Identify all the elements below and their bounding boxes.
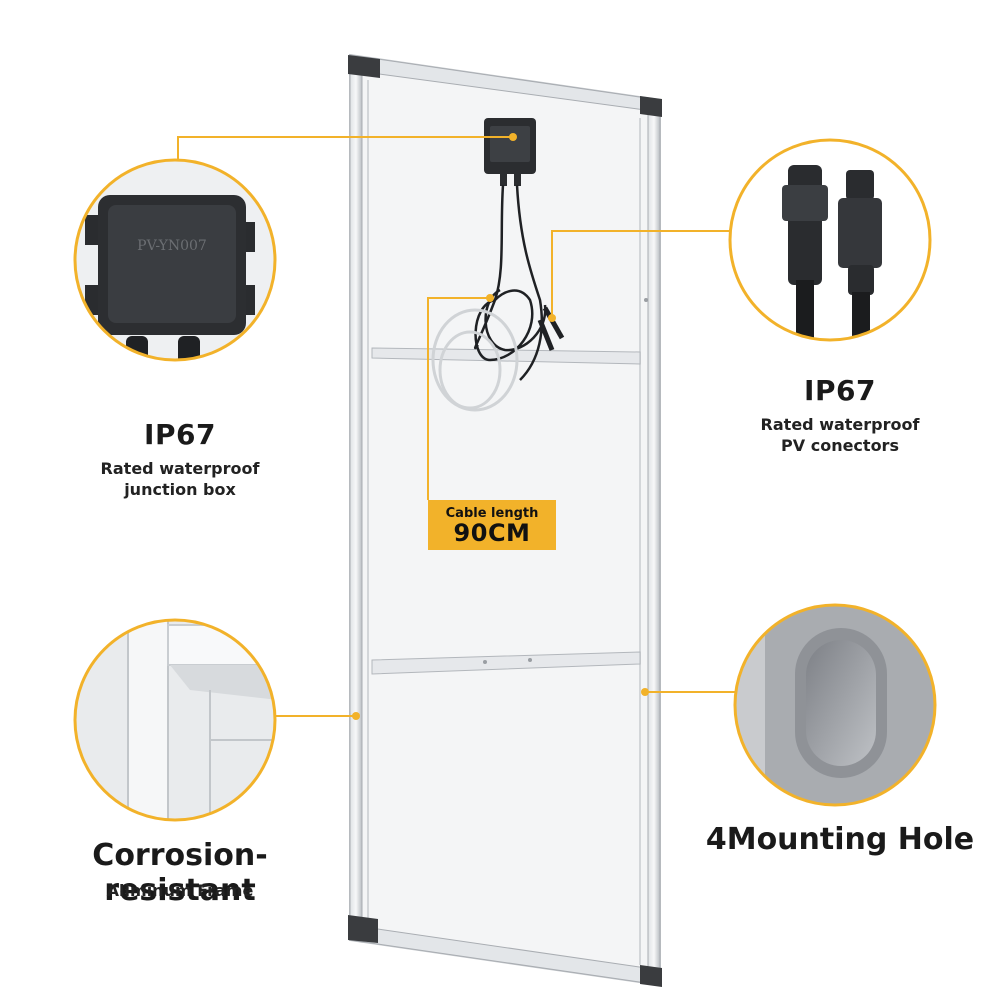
cable-length-badge: Cable length 90CM	[428, 500, 556, 550]
callout-lines	[177, 136, 735, 717]
junction-box-heading: IP67	[144, 418, 216, 451]
junction-box-line1: Rated waterproof	[100, 459, 260, 478]
mounting-heading: 4Mounting Hole	[705, 822, 975, 857]
frame-subtitle: Aliminum Frame	[106, 881, 254, 900]
connectors-line2: PV conectors	[781, 436, 899, 455]
junction-box-icon	[73, 158, 277, 362]
cable-length-label: Cable length	[445, 506, 539, 521]
panel-junction-box	[484, 118, 536, 186]
connectors-heading: IP67	[804, 374, 876, 407]
frame-heading: Corrosion-resistant	[92, 838, 268, 908]
box-marking: PV-YN007	[137, 238, 207, 254]
mounting-hole-icon	[733, 603, 937, 807]
cables	[473, 184, 565, 381]
cable-length-value: 90CM	[453, 519, 531, 547]
callout-dots	[352, 133, 649, 720]
frame-corner-icon	[73, 618, 277, 822]
cable-shadow	[431, 308, 519, 412]
junction-box-line2: junction box	[124, 480, 236, 499]
mc4-connector-icon	[728, 138, 932, 342]
connectors-line1: Rated waterproof	[760, 415, 920, 434]
